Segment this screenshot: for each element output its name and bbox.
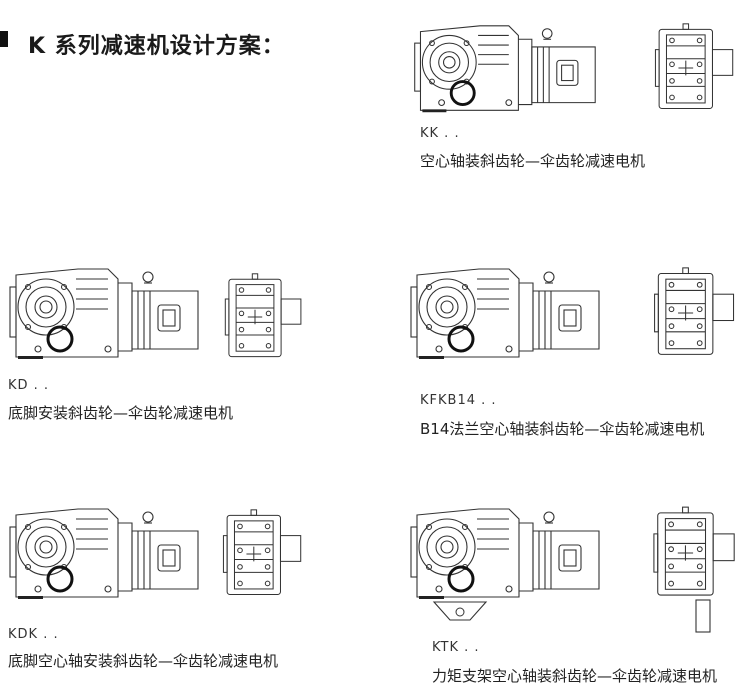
kd-side-view-drawing: [6, 265, 200, 365]
page-title: K 系列减速机设计方案：: [28, 34, 285, 59]
kk-side-view-drawing: [408, 22, 600, 118]
kfkb14-end-view-drawing: [652, 266, 738, 360]
variant-caption: B14法兰空心轴装斜齿轮—伞齿轮减速电机: [420, 420, 705, 438]
kfkb14-side-view-drawing: [408, 265, 600, 365]
model-code: KFKB14 . .: [420, 393, 497, 408]
model-code: KD . .: [8, 378, 50, 393]
torque-arm-end-drawing: [695, 599, 711, 633]
kdk-end-view-drawing: [218, 508, 308, 600]
variant-caption: 底脚安装斜齿轮—伞齿轮减速电机: [8, 404, 234, 422]
torque-arm-drawing: [432, 601, 488, 621]
section-marker: [0, 31, 8, 47]
kd-end-view-drawing: [218, 272, 310, 362]
model-code: KDK . .: [8, 627, 59, 642]
kdk-side-view-drawing: [6, 505, 200, 605]
model-code: KTK . .: [432, 640, 480, 655]
model-code: KK . .: [420, 126, 460, 141]
variant-caption: 力矩支架空心轴装斜齿轮—伞齿轮减速电机: [432, 667, 718, 685]
ktk-end-view-drawing: [652, 505, 738, 601]
kk-end-view-drawing: [652, 22, 738, 114]
ktk-side-view-drawing: [408, 505, 600, 605]
variant-caption: 底脚空心轴安装斜齿轮—伞齿轮减速电机: [8, 652, 279, 670]
variant-caption: 空心轴装斜齿轮—伞齿轮减速电机: [420, 152, 646, 170]
